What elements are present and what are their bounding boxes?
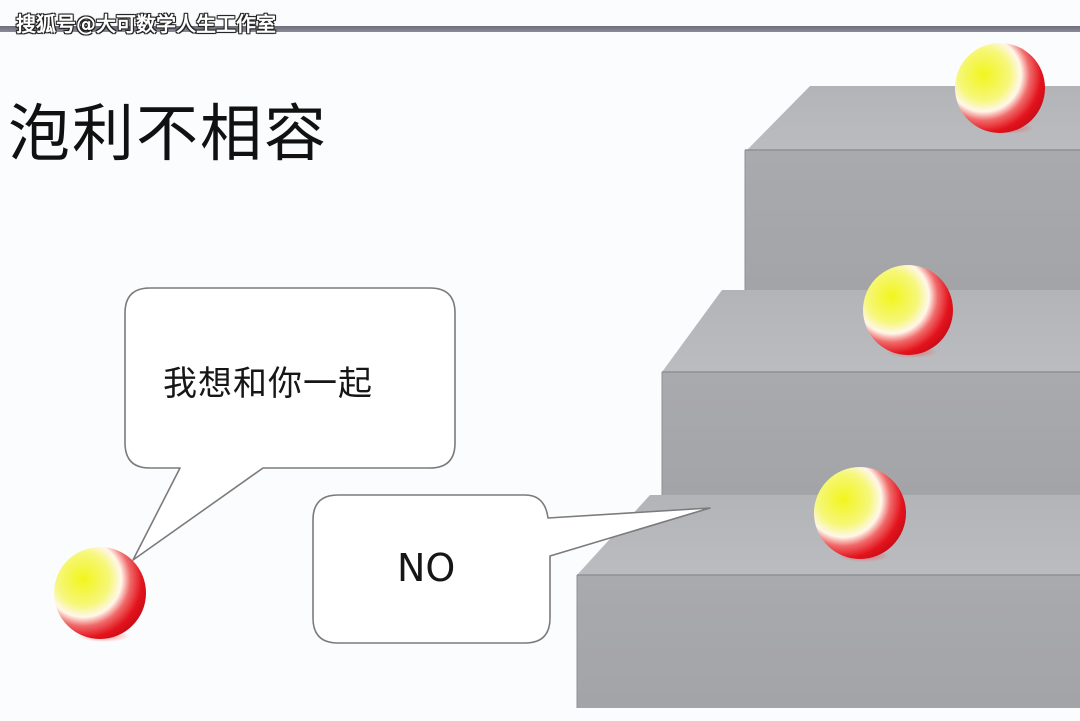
slide-title: 泡利不相容 [8,97,329,170]
ball-middle-step [863,265,953,355]
speech-bubble-right [312,494,711,644]
header-divider-bar [0,26,1080,32]
speech-bubble-right-text: NO [397,546,456,590]
stair-step-bottom [576,495,1080,708]
speech-bubble-left [124,287,456,561]
watermark-text: 搜狐号@大可数学人生工作室 [16,12,276,36]
ball-top-step [955,43,1045,133]
ball-bottom-step [814,467,906,559]
speech-bubble-left-text: 我想和你一起 [163,364,373,404]
ball-floor-left [54,547,146,639]
